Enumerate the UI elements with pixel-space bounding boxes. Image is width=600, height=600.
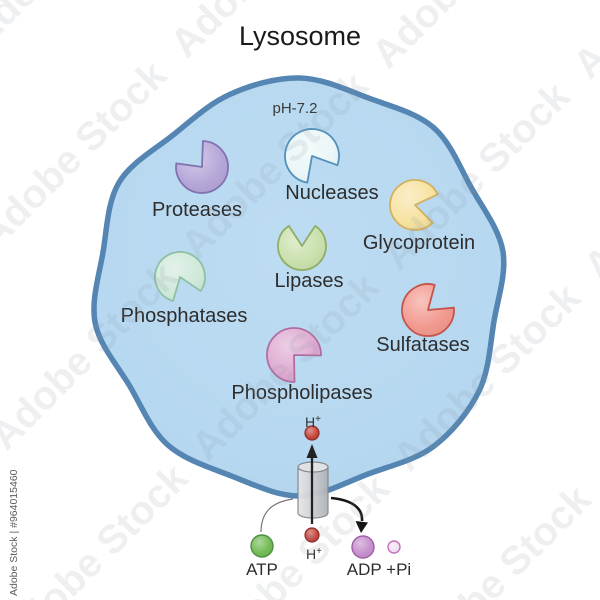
proton-dot-1 <box>304 527 320 543</box>
atp-label: ATP <box>246 560 278 579</box>
enzyme-shape-nucleases <box>284 128 340 184</box>
enzyme-label-sulfatases: Sulfatases <box>376 334 469 356</box>
atp-to-pump-curve <box>260 498 294 533</box>
enzyme-shape-lipases <box>277 225 327 271</box>
h-plus-top-label: H+ <box>305 414 321 430</box>
enzyme-shape-proteases <box>175 140 229 194</box>
molecule-dots <box>250 534 401 559</box>
enzyme-label-nucleases: Nucleases <box>285 182 378 204</box>
watermark-text: Adobe Stock <box>395 477 600 600</box>
enzyme-label-phospholipases: Phospholipases <box>231 382 372 404</box>
pump-to-adp-arrow <box>330 496 364 522</box>
watermark-text: Adobe Stock <box>0 455 197 600</box>
proton-pump-group: H+ H+ ATP ADP +Pi <box>246 414 411 579</box>
watermark-text: Adobe Stock <box>565 0 600 87</box>
enzyme-label-glycoprotein: Glycoprotein <box>363 232 475 254</box>
adp-pi-label: ADP +Pi <box>347 560 411 579</box>
enzyme-label-phosphatases: Phosphatases <box>121 305 248 327</box>
proton-dots <box>304 425 320 543</box>
enzyme-label-lipases: Lipases <box>275 270 344 292</box>
diagram-title: Lysosome <box>239 21 361 51</box>
adp-circle <box>351 535 375 559</box>
enzyme-shape-glycoprotein <box>389 179 439 231</box>
enzyme-label-proteases: Proteases <box>152 199 242 221</box>
attribution-text: Adobe Stock | #964015460 <box>8 469 20 596</box>
enzyme-shape-phospholipases <box>266 327 322 383</box>
watermark-text: Adobe Stock <box>364 0 569 77</box>
pi-circle <box>387 540 401 554</box>
proton-flow-arrowhead-icon <box>306 444 318 458</box>
atp-circle <box>250 534 274 558</box>
ph-label: pH-7.2 <box>272 100 317 117</box>
pump-to-adp-arrowhead-icon <box>355 521 368 533</box>
enzyme-shape-sulfatases <box>401 283 455 337</box>
watermark-text: Adobe Stock <box>586 286 600 491</box>
h-plus-bottom-label: H+ <box>306 546 322 562</box>
enzyme-shape-phosphatases <box>154 251 206 302</box>
watermark-text: Adobe Stock <box>0 0 165 55</box>
watermark-text: Adobe Stock <box>576 84 600 289</box>
enzymes-group: Proteases NucleasesGlycoproteinLipasesPho… <box>121 128 475 404</box>
proton-dot-0 <box>304 425 320 441</box>
